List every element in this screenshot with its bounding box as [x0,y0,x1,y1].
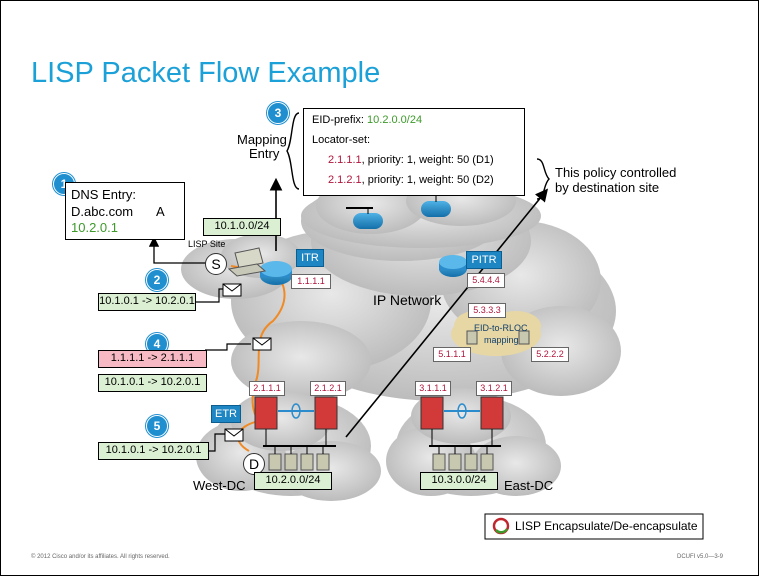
policy-note-1: This policy controlled [555,165,677,180]
pitr-router-icon [439,255,467,277]
step-5-badge: 5 [146,415,168,437]
east-rloc-3-1-2-1: 3.1.2.1 [476,381,512,396]
east-dc-label: East-DC [504,478,554,493]
step-3-badge: 3 [267,102,289,124]
dns-address: 10.2.0.1 [71,220,118,235]
packet-step4-inner: 10.1.0.1 -> 10.2.0.1 [98,374,207,392]
pitr-rloc: 5.4.4.4 [467,273,505,288]
packet-step2: 10.1.0.1 -> 10.2.0.1 [98,293,196,311]
map-rloc-5-3-3-3: 5.3.3.3 [468,303,506,318]
pitr-tag: PITR [466,251,502,269]
step-2-badge: 2 [146,269,168,291]
map-rloc-5-1-1-1: 5.1.1.1 [433,347,471,362]
lisp-site-prefix: 10.1.0.0/24 [203,218,281,236]
mapping-entry-box: EID-prefix: 10.2.0.0/24 Locator-set: 2.1… [303,108,525,196]
locator-1-ip: 2.1.1.1 [328,154,362,166]
itr-tag: ITR [296,249,324,267]
packet-step5: 10.1.0.1 -> 10.2.0.1 [98,442,209,460]
ip-network-label: IP Network [373,292,442,308]
locator-2-ip: 2.1.2.1 [328,174,362,186]
itr-rloc: 1.1.1.1 [291,274,331,289]
west-dc-prefix: 10.2.0.0/24 [254,472,332,490]
envelope-icon [222,283,272,442]
footer-copyright: © 2012 Cisco and/or its affiliates. All … [31,554,170,560]
slide-title: LISP Packet Flow Example [31,57,381,89]
dns-record-type: A [156,204,165,219]
west-dc-switches [254,396,338,471]
legend-label: LISP Encapsulate/De-encapsulate [515,519,698,533]
locator-2-detail: , priority: 1, weight: 50 (D2) [361,174,494,186]
mapping-system-label-1: EID-to-RLOC [474,323,528,333]
eid-prefix-label-text: EID-prefix: [312,114,364,126]
mapping-system-label-2: mapping [484,335,519,345]
east-dc-prefix: 10.3.0.0/24 [420,472,498,490]
footer-course-code: DCUFI v5.0—3-9 [677,554,724,560]
west-dc-label: West-DC [193,478,246,493]
locator-set-label: Locator-set: [312,134,371,146]
source-marker: S [205,253,227,275]
step-4-badge: 4 [146,333,168,355]
map-rloc-5-2-2-2: 5.2.2.2 [531,347,569,362]
eid-prefix-value: 10.2.0.0/24 [367,114,423,126]
east-rloc-3-1-1-1: 3.1.1.1 [415,381,451,396]
east-dc-switches [420,396,504,471]
west-rloc-2-1-2-1: 2.1.2.1 [310,381,346,396]
mapping-entry-label-1: Mapping [237,132,287,147]
west-rloc-2-1-1-1: 2.1.1.1 [249,381,285,396]
dns-entry-box: DNS Entry: D.abc.com A 10.2.0.1 [65,182,185,240]
dns-heading: DNS Entry: [71,187,137,202]
locator-2: 2.1.2.1, priority: 1, weight: 50 (D2) [328,174,494,186]
policy-note-2: by destination site [555,180,660,195]
mapping-entry-label-2: Entry [249,146,280,161]
locator-1-detail: , priority: 1, weight: 50 (D1) [361,154,494,166]
laptop-icon [227,247,267,277]
itr-router-icon [260,261,292,285]
dns-host: D.abc.com [71,204,134,219]
lisp-site-label: LISP Site [188,239,226,249]
locator-1: 2.1.1.1, priority: 1, weight: 50 (D1) [328,154,494,166]
etr-tag: ETR [211,405,241,423]
packet-step4-outer: 1.1.1.1 -> 2.1.1.1 [98,350,207,368]
eid-prefix-label: EID-prefix: 10.2.0.0/24 [312,114,422,126]
legend-box [484,513,704,540]
mapping-system-cloud [451,310,541,356]
mapping-router-icon [346,193,451,229]
